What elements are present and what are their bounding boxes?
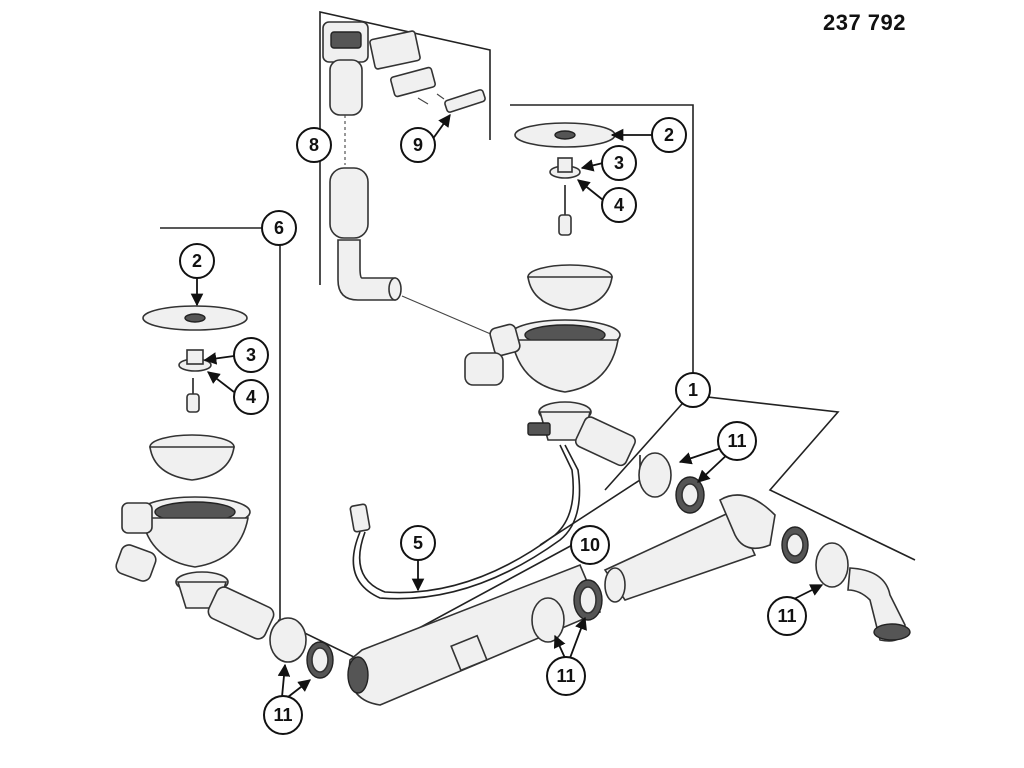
callout-4-left: 4 xyxy=(233,379,269,415)
overflow-tube-upper xyxy=(329,167,369,239)
callout-4-left-label: 4 xyxy=(246,387,256,407)
callout-11-left-label: 11 xyxy=(273,705,292,725)
callout-11-upper-right: 11 xyxy=(717,421,757,461)
callout-2-left-label: 2 xyxy=(192,251,202,271)
part-number: 237 792 xyxy=(822,10,906,35)
callout-11-upper-right-label: 11 xyxy=(727,431,746,451)
overflow-elbow xyxy=(337,239,396,301)
callout-10: 10 xyxy=(570,525,610,565)
nut-right-lower xyxy=(815,542,849,588)
left-side-plug xyxy=(115,544,157,582)
callout-4-right-label: 4 xyxy=(614,195,624,215)
overflow-housing xyxy=(329,59,363,116)
callout-9: 9 xyxy=(400,127,436,163)
right-strainer-assembly xyxy=(464,122,636,467)
callout-2-right-label: 2 xyxy=(664,125,674,145)
callout-11-lower-right-label: 11 xyxy=(777,606,796,626)
nut-left-front xyxy=(269,617,307,663)
left-outlet-pipe xyxy=(207,586,275,640)
callout-11-lower-right: 11 xyxy=(767,596,807,636)
callout-10-label: 10 xyxy=(580,535,600,555)
callout-8-label: 8 xyxy=(309,135,319,155)
callout-11-middle: 11 xyxy=(546,656,586,696)
callout-3-left: 3 xyxy=(233,337,269,373)
callout-2-right: 2 xyxy=(651,117,687,153)
overflow-plate xyxy=(369,30,421,70)
right-outlet-pipe xyxy=(574,416,636,467)
right-side-plug xyxy=(464,352,504,386)
drain-pipework xyxy=(269,452,911,706)
callout-3-right: 3 xyxy=(601,145,637,181)
callout-9-label: 9 xyxy=(413,135,423,155)
overflow-gasket xyxy=(390,66,436,98)
overflow-assembly xyxy=(322,21,501,339)
callout-6: 6 xyxy=(261,210,297,246)
callout-8: 8 xyxy=(296,127,332,163)
callout-3-left-label: 3 xyxy=(246,345,256,365)
callout-4-right: 4 xyxy=(601,187,637,223)
callout-3-right-label: 3 xyxy=(614,153,624,173)
nut-middle xyxy=(531,597,565,643)
callout-1-label: 1 xyxy=(688,380,698,400)
overflow-cover-grille xyxy=(330,31,362,49)
callout-1: 1 xyxy=(675,372,711,408)
nut-right-upper xyxy=(638,452,672,498)
callout-6-label: 6 xyxy=(274,218,284,238)
t-junction xyxy=(718,494,776,550)
callout-5-label: 5 xyxy=(413,533,423,553)
screw-set xyxy=(444,89,486,113)
callout-2-left: 2 xyxy=(179,243,215,279)
remote-cable xyxy=(349,444,581,600)
callout-5: 5 xyxy=(400,525,436,561)
callout-11-left: 11 xyxy=(263,695,303,735)
left-strainer-assembly xyxy=(115,305,275,640)
callout-11-middle-label: 11 xyxy=(556,666,575,686)
